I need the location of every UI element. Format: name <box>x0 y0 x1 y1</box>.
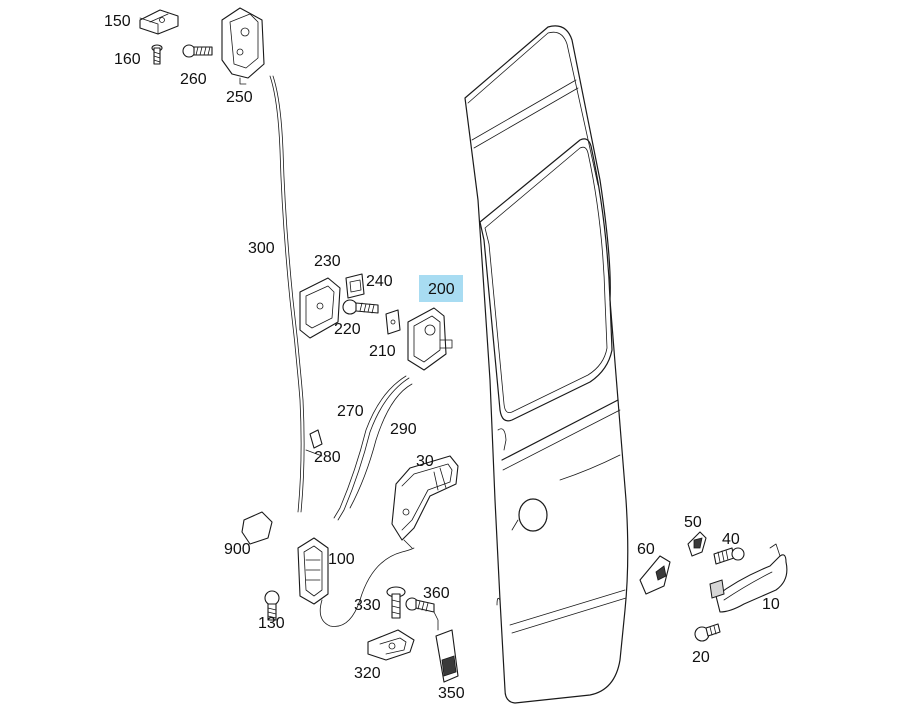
label-160[interactable]: 160 <box>114 51 141 68</box>
clip-240 <box>345 273 365 299</box>
cable-100 <box>319 547 415 627</box>
cover-60 <box>639 555 671 595</box>
screw-40 <box>713 547 745 565</box>
label-60[interactable]: 60 <box>637 541 655 558</box>
bolt-130 <box>264 590 280 621</box>
label-30[interactable]: 30 <box>416 453 434 470</box>
switch-350 <box>433 611 459 683</box>
lock-100 <box>297 537 329 605</box>
plate-230 <box>299 277 341 339</box>
label-350[interactable]: 350 <box>438 685 465 702</box>
label-100[interactable]: 100 <box>328 551 355 568</box>
lock-200 <box>407 307 453 371</box>
rear-door-panel <box>464 25 629 704</box>
label-220[interactable]: 220 <box>334 321 361 338</box>
cable-300 <box>269 75 305 513</box>
label-10[interactable]: 10 <box>762 596 780 613</box>
highlight-200 <box>419 275 463 302</box>
label-320[interactable]: 320 <box>354 665 381 682</box>
clip-280 <box>305 429 323 457</box>
bracket-150 <box>139 9 179 35</box>
label-230[interactable]: 230 <box>314 253 341 270</box>
label-130[interactable]: 130 <box>258 615 285 632</box>
pad-900 <box>241 511 273 545</box>
handle-30 <box>391 455 459 549</box>
label-330[interactable]: 330 <box>354 597 381 614</box>
upper-lock-250 <box>221 7 265 85</box>
label-210[interactable]: 210 <box>369 343 396 360</box>
label-250[interactable]: 250 <box>226 89 253 106</box>
clip-210 <box>385 309 401 335</box>
label-260[interactable]: 260 <box>180 71 207 88</box>
outer-handle-10 <box>709 543 788 613</box>
screw-20 <box>694 623 721 642</box>
label-40[interactable]: 40 <box>722 531 740 548</box>
label-290[interactable]: 290 <box>390 421 417 438</box>
bolt-220 <box>342 299 379 315</box>
part-labels: 150 160 260 250 300 230 240 220 210 200 … <box>104 13 780 702</box>
label-300[interactable]: 300 <box>248 240 275 257</box>
rod-290 <box>349 383 413 509</box>
label-150[interactable]: 150 <box>104 13 131 30</box>
label-270[interactable]: 270 <box>337 403 364 420</box>
rod-270 <box>333 375 410 521</box>
screw-160 <box>151 44 163 65</box>
label-240[interactable]: 240 <box>366 273 393 290</box>
cap-50 <box>687 531 707 557</box>
label-900[interactable]: 900 <box>224 541 251 558</box>
label-280[interactable]: 280 <box>314 449 341 466</box>
label-20[interactable]: 20 <box>692 649 710 666</box>
label-50[interactable]: 50 <box>684 514 702 531</box>
bolt-260 <box>182 44 213 58</box>
label-200[interactable]: 200 <box>428 281 455 298</box>
bracket-320 <box>367 629 415 661</box>
bolt-330 <box>386 586 406 619</box>
label-360[interactable]: 360 <box>423 585 450 602</box>
